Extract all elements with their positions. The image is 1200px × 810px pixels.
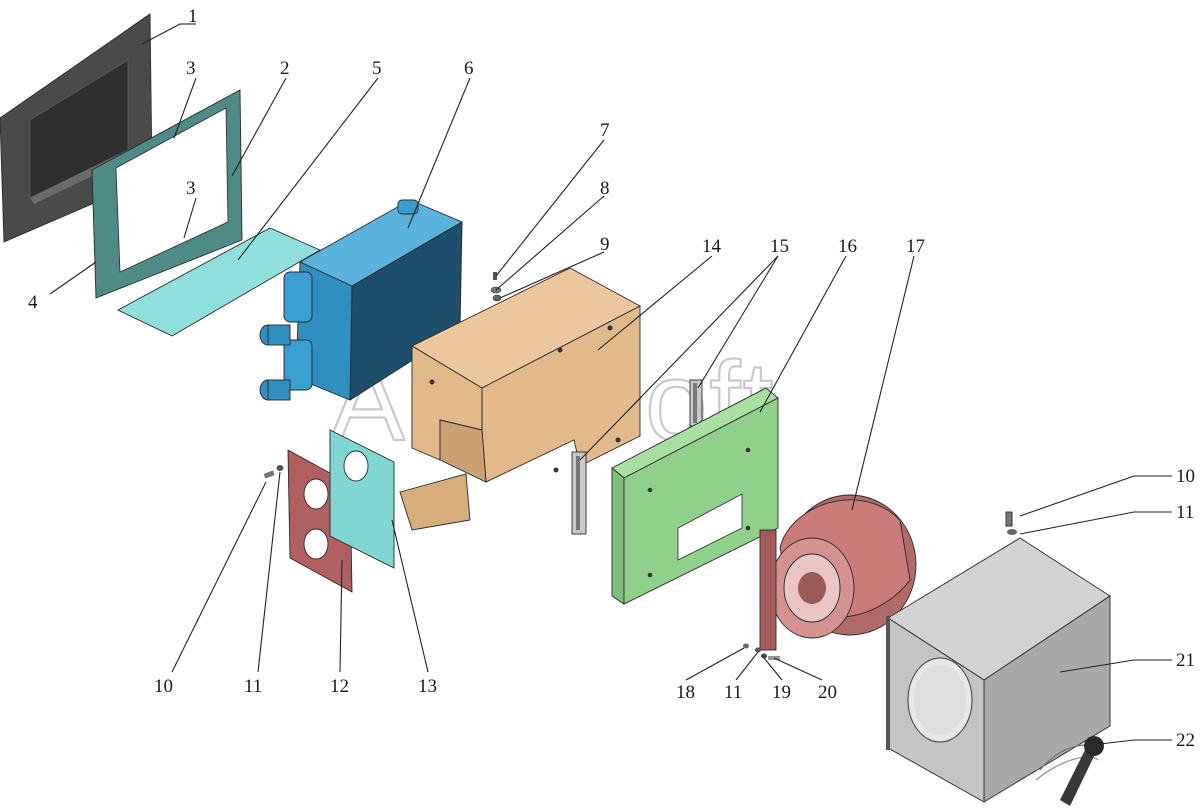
- callout-1: 1: [188, 6, 198, 27]
- callout-8: 8: [600, 178, 610, 199]
- callout-21: 21: [1176, 650, 1195, 671]
- callout-14: 14: [702, 236, 722, 257]
- part-22-cable: [1035, 736, 1104, 806]
- callout-11: 11: [244, 676, 262, 697]
- part-5-insulation-sheet: [117, 227, 321, 337]
- part-2-gasket-frame: [91, 89, 243, 299]
- callout-20: 20: [818, 682, 837, 703]
- callout-10: 10: [1176, 466, 1195, 487]
- callout-3: 3: [186, 58, 196, 79]
- part-10-11-bolts-left: [263, 465, 284, 479]
- part-13-gasket: [329, 429, 395, 569]
- callout-labels: 1 2 3 3 4 5 6 7 8 9 14 15 16 17 10 11 10…: [28, 6, 1195, 751]
- callout-13: 13: [418, 676, 437, 697]
- part-14-housing-bracket: [399, 267, 641, 531]
- callout-7: 7: [600, 120, 610, 141]
- part-10-11-bolts-right: [1005, 511, 1017, 535]
- callout-17: 17: [906, 236, 925, 257]
- part-21-fan-cover: [886, 537, 1111, 803]
- callout-2: 2: [280, 58, 290, 79]
- callout-10: 10: [154, 676, 173, 697]
- leader-lines: [49, 23, 1172, 745]
- callout-18: 18: [676, 682, 695, 703]
- callout-3: 3: [186, 178, 196, 199]
- callout-16: 16: [838, 236, 857, 257]
- callout-9: 9: [600, 234, 610, 255]
- callout-6: 6: [464, 58, 474, 79]
- part-16-mounting-plate: [611, 387, 779, 605]
- callout-11: 11: [724, 682, 742, 703]
- part-15-guide-rails: [571, 379, 703, 535]
- part-17-blower-fan: [759, 494, 917, 651]
- callout-11: 11: [1176, 502, 1194, 523]
- callout-19: 19: [772, 682, 791, 703]
- callout-4: 4: [28, 292, 38, 313]
- callout-12: 12: [330, 676, 349, 697]
- callout-5: 5: [372, 58, 382, 79]
- part-6-heater-core: [259, 199, 464, 401]
- callout-15: 15: [770, 236, 789, 257]
- callout-22: 22: [1176, 730, 1195, 751]
